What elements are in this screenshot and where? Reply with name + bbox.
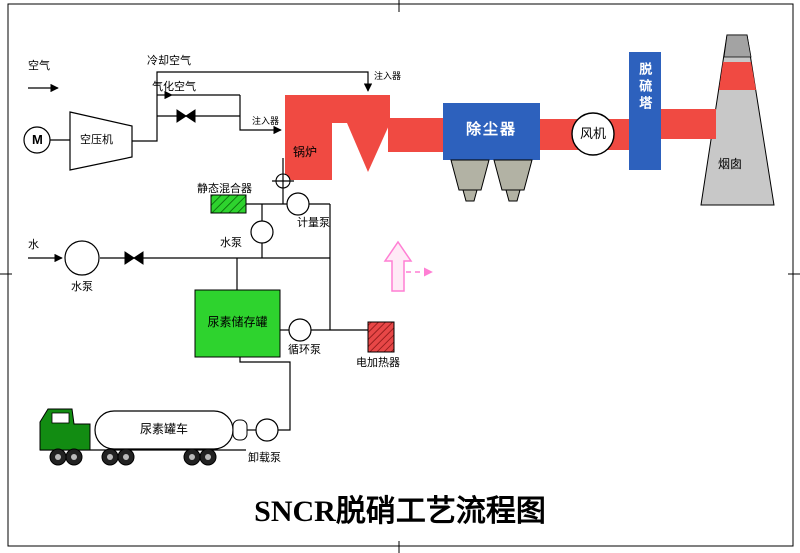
label-water: 水 — [28, 239, 39, 251]
label-circulation-pump: 循环泵 — [288, 344, 321, 356]
label-static-mixer: 静态混合器 — [197, 183, 252, 195]
chimney-cap — [723, 34, 752, 58]
pump-symbols — [23, 126, 312, 442]
desulfurization-tower-box — [629, 52, 661, 170]
motor-symbol — [23, 126, 51, 154]
label-injector-side: 注入器 — [252, 116, 280, 126]
esp-hoppers — [450, 159, 533, 202]
dust-collector-box — [443, 103, 540, 160]
label-desulfurization-tower: 脱硫塔 — [637, 62, 653, 113]
compressor-symbol — [69, 111, 133, 171]
duct-boiler-to-esp — [388, 118, 445, 152]
label-water-pump-main: 水泵 — [71, 281, 93, 293]
flue-gas-path — [285, 62, 756, 180]
label-water-pump-mid: 水泵 — [220, 237, 242, 249]
chimney-red-band — [719, 62, 756, 90]
truck-tank-rear — [232, 419, 248, 441]
label-air: 空气 — [28, 60, 50, 72]
label-urea-storage-tank: 尿素储存罐 — [207, 315, 268, 329]
metering-pump-symbol — [286, 192, 310, 216]
label-metering-pump: 计量泵 — [297, 217, 330, 229]
label-cooling-air: 冷却空气 — [147, 55, 191, 67]
valve-symbols — [124, 109, 196, 265]
label-electric-heater: 电加热器 — [356, 357, 400, 369]
label-motor: M — [32, 132, 43, 147]
annotation-arrow — [383, 240, 433, 292]
label-injector-top: 注入器 — [374, 71, 402, 81]
unloading-pump-symbol — [255, 418, 279, 442]
diagram-title: SNCR脱硝工艺流程图 — [254, 495, 546, 528]
circulation-pump-symbol — [288, 318, 312, 342]
water-pump-mid-symbol — [250, 220, 274, 244]
label-dust-collector: 除尘器 — [465, 121, 517, 138]
label-boiler: 锅炉 — [293, 145, 318, 159]
truck-wheel-hubs — [55, 454, 211, 460]
label-unloading-pump: 卸载泵 — [248, 452, 281, 464]
static-mixer-box — [210, 194, 247, 214]
fan-symbol — [571, 112, 615, 156]
boiler-wedge — [347, 123, 390, 172]
label-compressor: 空压机 — [80, 134, 113, 146]
label-chimney: 烟囱 — [718, 157, 743, 171]
label-gasification-air: 气化空气 — [152, 81, 196, 93]
duct-tower-to-chimney — [661, 109, 716, 139]
water-line-valve — [124, 251, 135, 265]
electric-heater-box — [367, 321, 395, 353]
urea-tank-truck — [39, 408, 248, 466]
annotation-up-arrow — [383, 240, 413, 292]
truck-window — [51, 412, 70, 424]
water-pump-main-symbol — [64, 240, 100, 276]
blue-equipment — [443, 52, 661, 170]
label-urea-tank-truck: 尿素罐车 — [139, 422, 188, 436]
label-fan: 风机 — [580, 126, 607, 141]
air-line-valve — [176, 109, 187, 123]
boiler-top-strip — [285, 95, 390, 123]
